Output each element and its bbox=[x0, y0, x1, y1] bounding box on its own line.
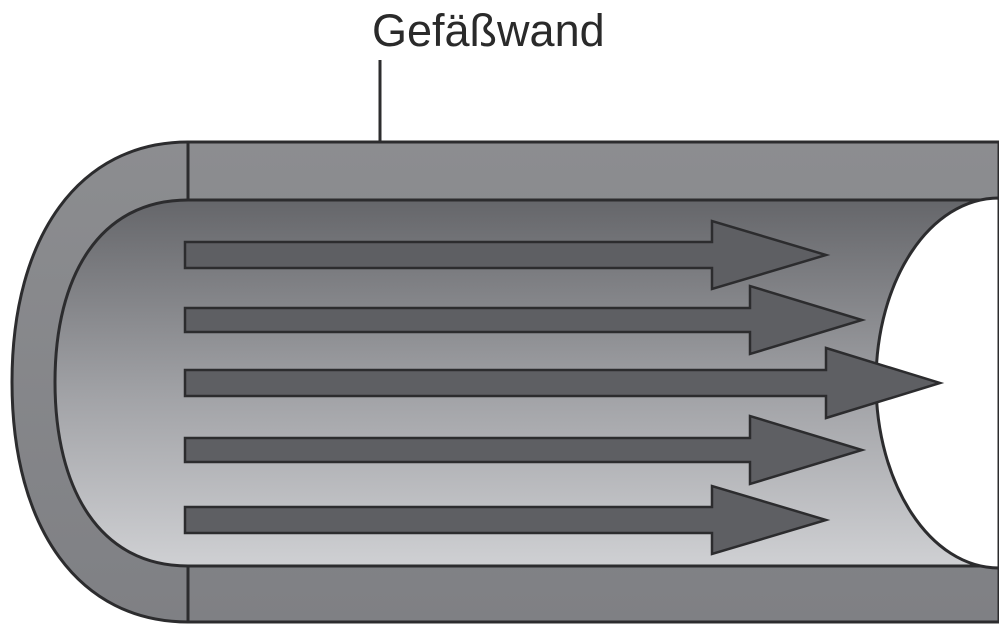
flow-arrow bbox=[183, 219, 831, 291]
flow-arrow bbox=[183, 346, 945, 420]
flow-arrow bbox=[183, 484, 831, 556]
flow-arrow bbox=[183, 284, 867, 356]
vessel-wall-label: Gefäßwand bbox=[372, 5, 605, 56]
flow-arrow bbox=[183, 414, 867, 486]
